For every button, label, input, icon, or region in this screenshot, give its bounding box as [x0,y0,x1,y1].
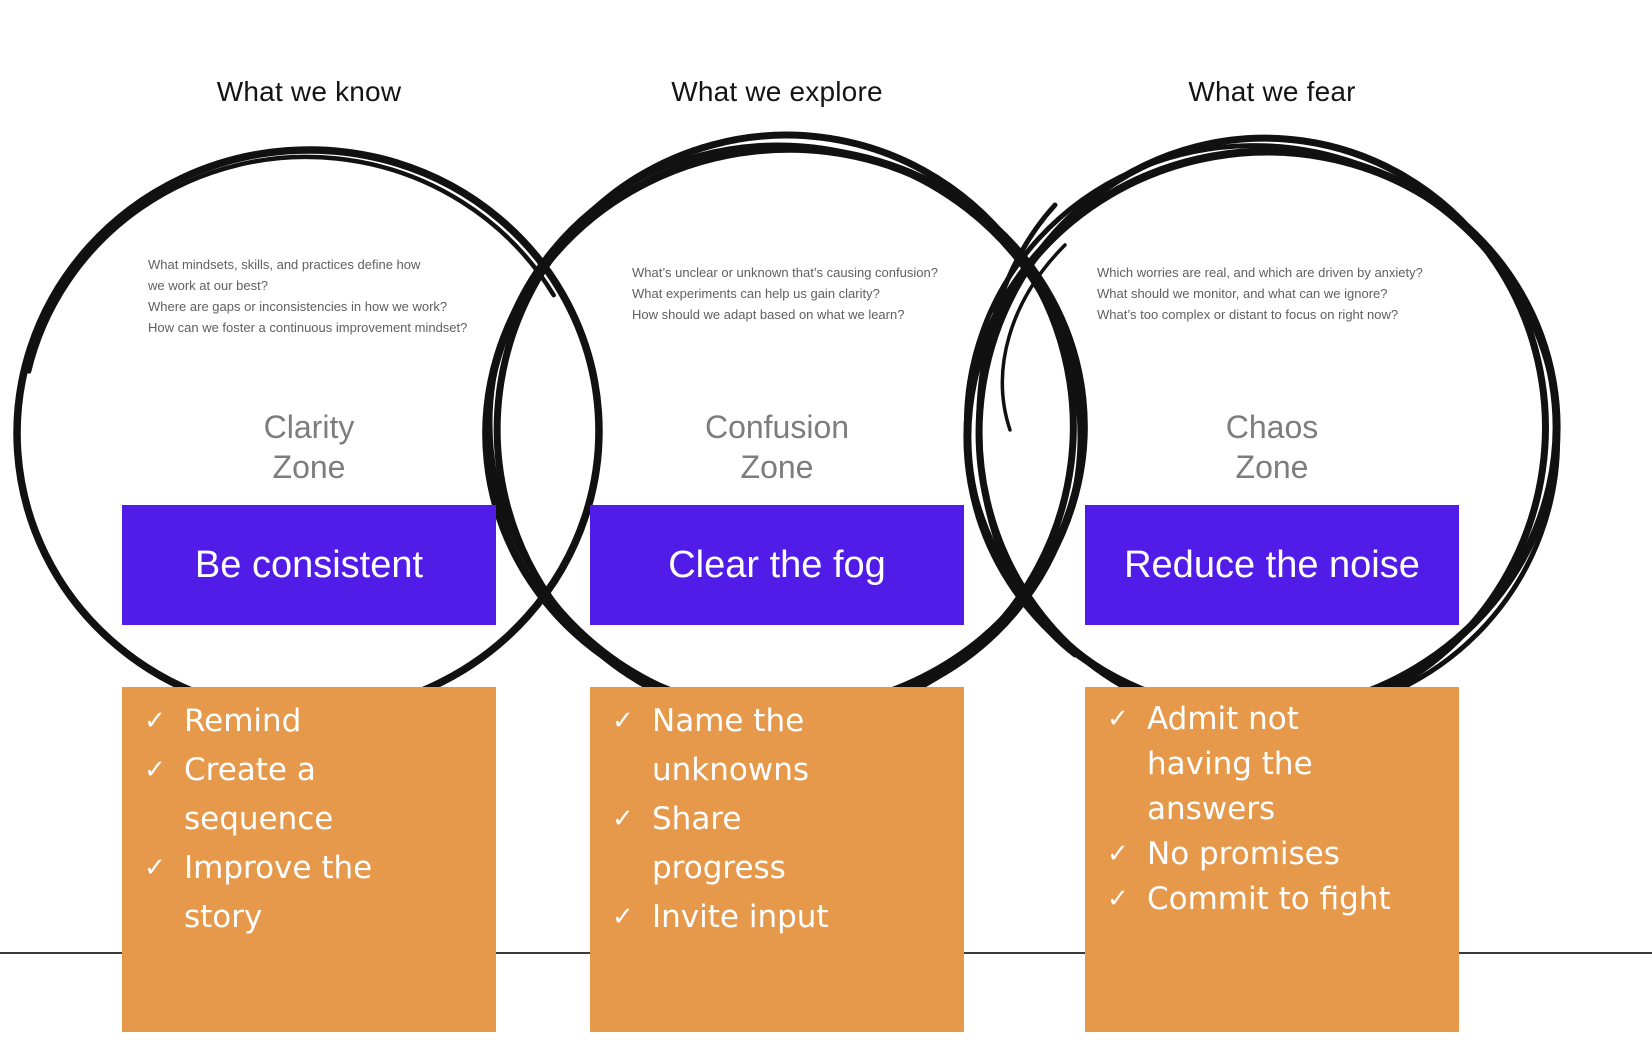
action-item: ✓ Share progress [590,795,964,893]
chaos-circle[interactable] [885,63,1638,802]
action-sticky[interactable]: ✓ Remind ✓ Create a sequence ✓ Improve t… [122,687,496,1032]
action-sticky[interactable]: ✓ Name the unknowns ✓ Share progress ✓ I… [590,687,964,1032]
column-header: What we know [216,76,402,107]
strategy-banner[interactable]: Reduce the noise [1085,505,1459,625]
zone-label: Chaos Zone [1225,409,1319,485]
banner-label: Clear the fog [668,543,886,586]
check-icon: ✓ [1107,884,1129,914]
zone-questions: What’s unclear or unknown that’s causing… [632,265,938,322]
action-item: ✓ Create a sequence [122,746,496,844]
zone-questions: What mindsets, skills, and practices def… [148,257,468,335]
column-header: What we explore [671,76,883,107]
action-label: Commit to fight [1147,881,1391,917]
action-label: Remind [184,703,302,739]
zone-label: Clarity Zone [263,409,355,485]
check-icon: ✓ [144,706,166,736]
action-item: ✓ Commit to fight [1085,877,1459,922]
check-icon: ✓ [612,706,634,736]
action-label: Create a sequence [184,752,334,837]
action-label: Improve the story [184,850,373,935]
banner-label: Be consistent [194,543,424,586]
strategy-banner[interactable]: Clear the fog [590,505,964,625]
column-what-we-fear: What we fear Which worries are real, and… [1085,0,1459,1044]
action-item: ✓ Invite input [590,893,964,942]
action-label: No promises [1147,836,1340,872]
zone-questions: Which worries are real, and which are dr… [1097,265,1423,322]
action-label: Admit not having the answers [1147,701,1313,827]
banner-label: Reduce the noise [1124,543,1420,586]
strategy-banner[interactable]: Be consistent [122,505,496,625]
action-item: ✓ Name the unknowns [590,697,964,795]
check-icon: ✓ [144,853,166,883]
check-icon: ✓ [1107,704,1129,734]
check-icon: ✓ [612,902,634,932]
action-label: Invite input [652,899,829,935]
check-icon: ✓ [1107,839,1129,869]
zone-label: Confusion Zone [704,409,850,485]
action-item: ✓ Remind [122,697,496,746]
action-label: Name the unknowns [652,703,810,788]
check-icon: ✓ [612,804,634,834]
check-icon: ✓ [144,755,166,785]
action-item: ✓ No promises [1085,832,1459,877]
column-what-we-know: What we know What mindsets, skills, and … [122,0,496,1044]
action-item: ✓ Admit not having the answers [1085,697,1459,832]
action-label: Share progress [652,801,786,886]
action-item: ✓ Improve the story [122,844,496,942]
column-what-we-explore: What we explore What’s unclear or unknow… [590,0,964,1044]
column-header: What we fear [1188,76,1356,107]
action-sticky[interactable]: ✓ Admit not having the answers ✓ No prom… [1085,687,1459,1032]
